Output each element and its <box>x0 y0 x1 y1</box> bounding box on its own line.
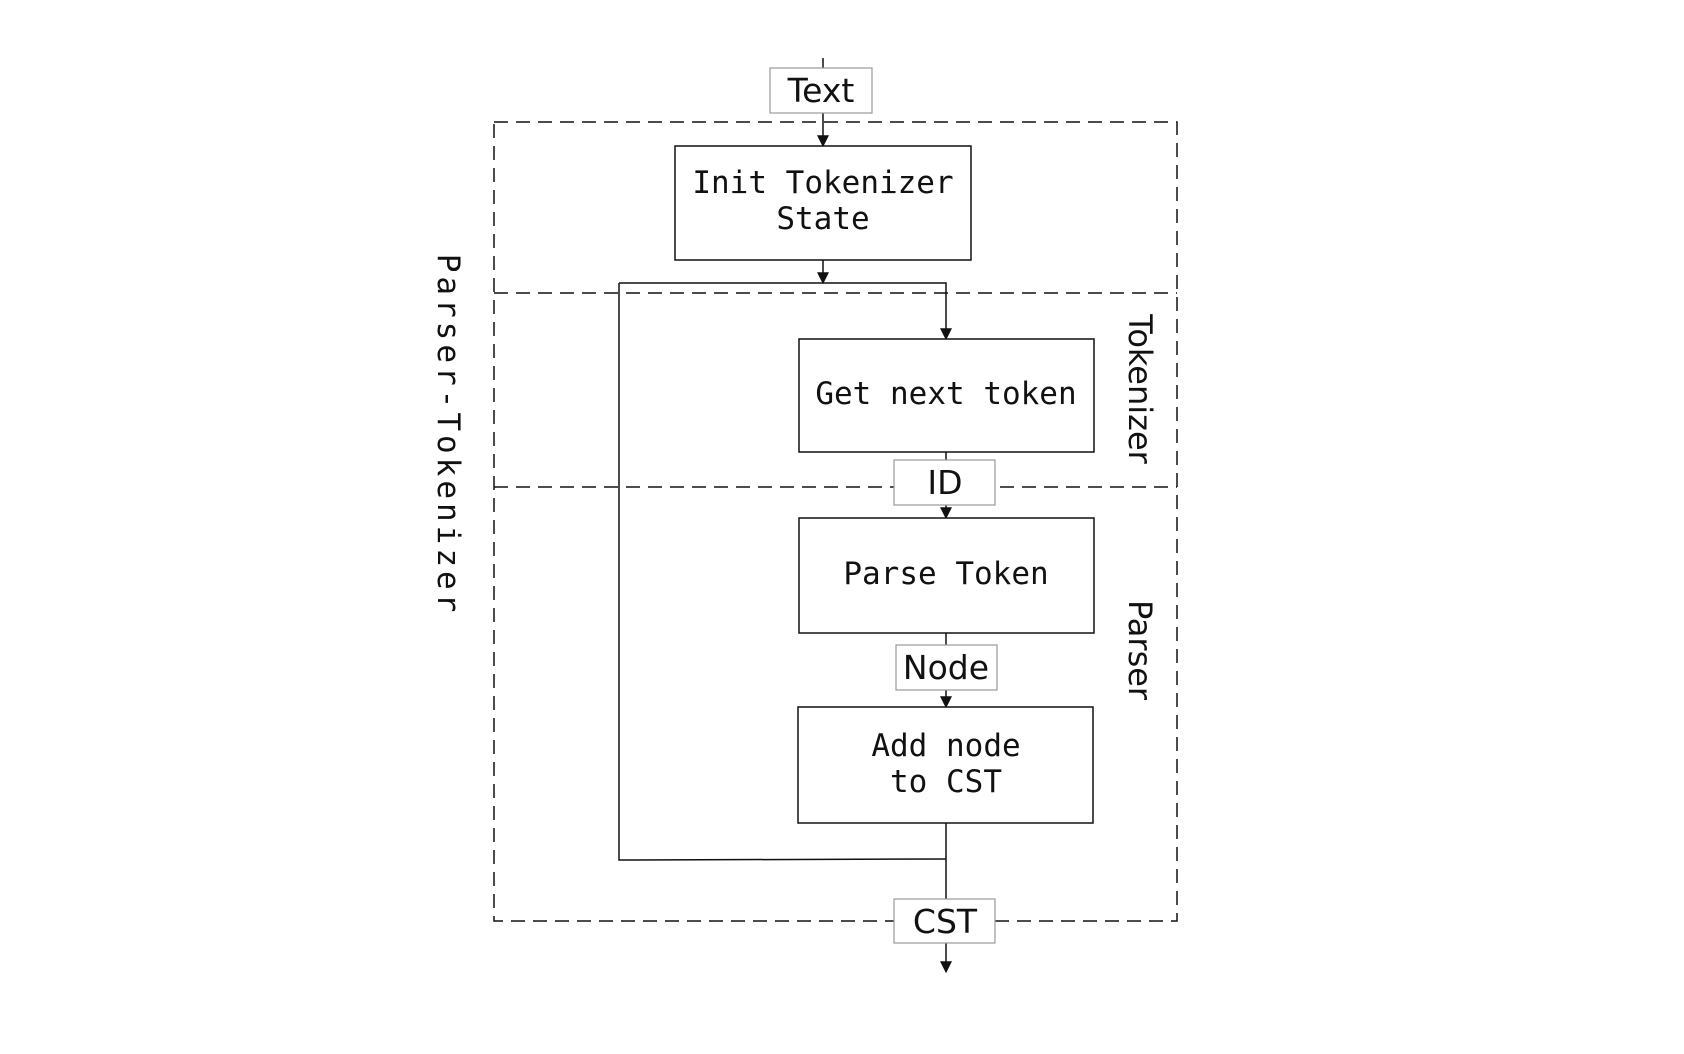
parse-token-label: Parse Token <box>843 556 1048 592</box>
cst-label-box <box>893 898 996 944</box>
loop-back-line <box>618 283 947 861</box>
node-label: Node <box>903 648 989 687</box>
add-node-to-cst-line2: to CST <box>890 764 1002 800</box>
parser-tokenizer-region <box>493 121 1178 922</box>
text-label: Text <box>787 71 855 110</box>
parse-token-box <box>798 517 1095 634</box>
add-node-to-cst-box <box>797 706 1094 824</box>
add-node-to-cst-line1: Add node <box>871 728 1020 764</box>
init-tokenizer-state-line1: Init Tokenizer <box>692 165 953 201</box>
init-tokenizer-state-line2: State <box>776 201 869 237</box>
text-label-box <box>769 67 873 114</box>
loop-entry-line <box>619 282 952 341</box>
node-label-box <box>895 644 998 691</box>
tokenizer-region-label: Tokenizer <box>1121 313 1159 464</box>
id-label: ID <box>927 463 962 502</box>
get-next-token-box <box>798 338 1095 453</box>
id-label-box <box>893 459 996 506</box>
parser-region-label: Parser <box>1121 600 1159 701</box>
parser-tokenizer-region-label: Parser-Tokenizer <box>430 254 466 617</box>
init-tokenizer-state-box <box>674 145 972 261</box>
get-next-token-label: Get next token <box>815 376 1076 412</box>
cst-label: CST <box>913 902 978 941</box>
